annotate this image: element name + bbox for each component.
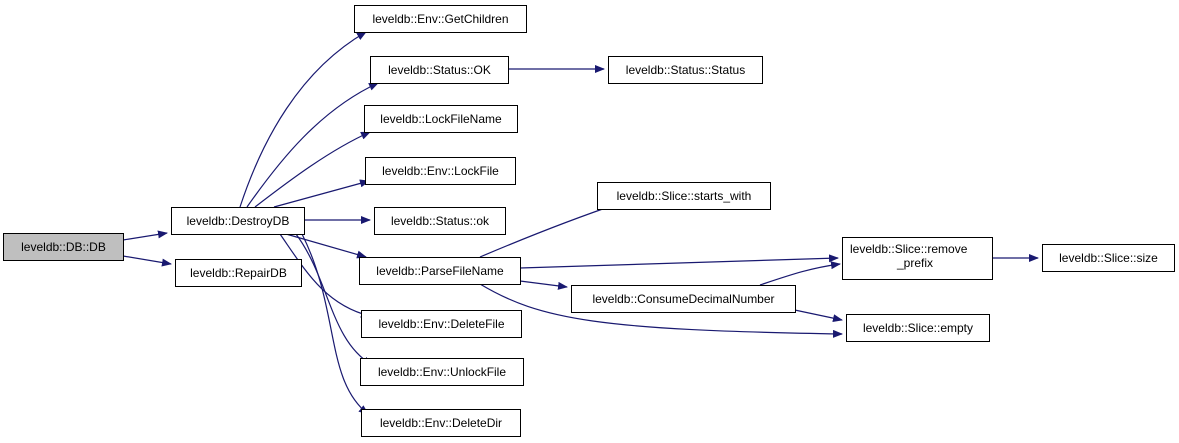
node-starts_with[interactable]: leveldb::Slice::starts_with [597, 182, 771, 210]
node-deletedir[interactable]: leveldb::Env::DeleteDir [361, 409, 521, 437]
node-box[interactable] [1042, 244, 1175, 272]
node-label: leveldb::RepairDB [190, 266, 287, 280]
node-consumedecimal[interactable]: leveldb::ConsumeDecimalNumber [571, 285, 796, 313]
node-box[interactable] [597, 182, 771, 210]
edge-destroydb-to-deletedir [301, 233, 369, 415]
edge-parsefilename-to-slice_empty [479, 283, 843, 338]
node-box[interactable] [846, 314, 990, 342]
node-label: leveldb::LockFileName [380, 112, 502, 126]
edge-destroydb-to-getchildren [239, 31, 367, 208]
node-lockfile[interactable]: leveldb::Env::LockFile [365, 157, 516, 185]
node-status_ok[interactable]: leveldb::Status::OK [370, 56, 509, 84]
edge-consumedecimal-to-slice_empty [789, 308, 843, 323]
edge-db_db-to-repairdb [122, 255, 172, 267]
node-label: leveldb::Slice::remove_prefix [850, 242, 968, 270]
edge-parsefilename-to-remove_prefix [519, 254, 839, 269]
node-box[interactable] [3, 233, 124, 261]
node-slice_empty[interactable]: leveldb::Slice::empty [846, 314, 990, 342]
node-box[interactable] [354, 5, 527, 33]
node-box[interactable] [361, 409, 521, 437]
node-box[interactable] [365, 157, 516, 185]
node-box[interactable] [175, 259, 302, 287]
node-box[interactable] [608, 56, 763, 84]
node-getchildren[interactable]: leveldb::Env::GetChildren [354, 5, 527, 33]
node-label: leveldb::Slice::size [1059, 251, 1158, 265]
node-deletefile[interactable]: leveldb::Env::DeleteFile [361, 310, 522, 338]
node-box[interactable] [571, 285, 796, 313]
node-box[interactable] [361, 310, 522, 338]
node-box[interactable] [374, 207, 506, 235]
node-destroydb[interactable]: leveldb::DestroyDB [171, 207, 305, 235]
node-status_status[interactable]: leveldb::Status::Status [608, 56, 763, 84]
nodes-layer: leveldb::DB::DBleveldb::DestroyDBleveldb… [3, 5, 1175, 437]
node-slice_size[interactable]: leveldb::Slice::size [1042, 244, 1175, 272]
node-box[interactable] [370, 56, 509, 84]
node-parsefilename[interactable]: leveldb::ParseFileName [359, 257, 521, 285]
edge-destroydb-to-unlockfile [295, 233, 373, 366]
node-label: leveldb::Slice::starts_with [617, 189, 752, 203]
node-unlockfile[interactable]: leveldb::Env::UnlockFile [360, 358, 524, 386]
node-box[interactable] [360, 358, 524, 386]
node-label: leveldb::Status::OK [388, 63, 491, 77]
edge-destroydb-to-lockfilename [254, 131, 371, 208]
edge-consumedecimal-to-remove_prefix [759, 261, 841, 286]
node-label: leveldb::Slice::empty [863, 321, 973, 335]
node-label: leveldb::Env::LockFile [382, 164, 499, 178]
node-db_db[interactable]: leveldb::DB::DB [3, 233, 124, 261]
node-status_ok_lower[interactable]: leveldb::Status::ok [374, 207, 506, 235]
node-repairdb[interactable]: leveldb::RepairDB [175, 259, 302, 287]
node-label: leveldb::DestroyDB [187, 214, 290, 228]
node-label: leveldb::Env::GetChildren [372, 12, 508, 26]
node-box[interactable] [364, 105, 518, 133]
node-box[interactable] [842, 237, 993, 280]
node-label: leveldb::Env::UnlockFile [378, 365, 506, 379]
node-label: leveldb::DB::DB [21, 240, 106, 254]
node-box[interactable] [359, 257, 521, 285]
edge-db_db-to-destroydb [122, 230, 168, 241]
edge-destroydb-to-status_ok [246, 82, 379, 208]
node-label: leveldb::ConsumeDecimalNumber [592, 292, 774, 306]
node-label: leveldb::Env::DeleteFile [378, 317, 504, 331]
edge-parsefilename-to-consumedecimal [519, 280, 568, 290]
node-label: leveldb::Status::ok [391, 214, 490, 228]
node-lockfilename[interactable]: leveldb::LockFileName [364, 105, 518, 133]
node-label: leveldb::ParseFileName [376, 264, 504, 278]
edge-destroydb-to-deletefile [279, 233, 371, 318]
edge-destroydb-to-lockfile [273, 179, 370, 208]
node-box[interactable] [171, 207, 305, 235]
node-label: leveldb::Status::Status [626, 63, 745, 77]
node-label: leveldb::Env::DeleteDir [380, 416, 502, 430]
node-remove_prefix[interactable]: leveldb::Slice::remove_prefix [842, 237, 993, 280]
